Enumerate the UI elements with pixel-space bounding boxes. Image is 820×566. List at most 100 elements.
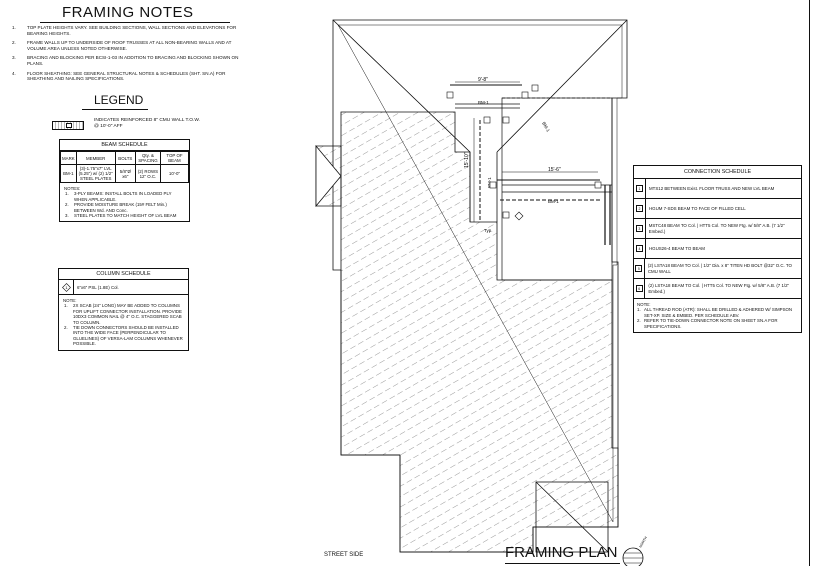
legend-cmu-text: INDICATES REINFORCED 8" CMU WALL T.O.W. … [94,118,200,129]
dim-top: 9'-8" [478,77,488,83]
column-notes: NOTE: 1.2X SCAB (24" LONG) MAY BE ADDED … [59,295,188,350]
note-item: 2. FRAME WALLS UP TO UNDERSIDE OF ROOF TR… [10,40,242,51]
note-number: 4. [12,70,16,76]
title-underline [40,22,230,23]
connection-mark: 6 [635,285,643,292]
table-row: 5 (2) LSTA18 BEAM TO Col. | 1/2" Dia. x 8… [634,259,801,279]
note-text: PROVIDE MOISTURE BREAK (15# FELT Min.) B… [74,202,167,213]
north-label: NORTH [638,535,648,548]
note-text: STEEL PLATES TO MATCH HEIGHT OF LVL BEAM [74,213,177,219]
note-item: 2.REFER TO TIE-DOWN CONNECTOR NOTE ON SH… [637,318,798,329]
table-row: 1 6"x6" PSL (1.8E) Col. [59,280,188,295]
beam-mark: BM-1 [60,164,77,183]
framing-notes-title: FRAMING NOTES [62,4,194,21]
note-number: 2. [65,202,69,208]
table-row: 6 (2) LSTA18 BEAM TO Col. | HTT5 Col. TO … [634,279,801,299]
beam-schedule-title: BEAM SCHEDULE [60,140,189,151]
sheet-border [809,0,810,566]
connection-schedule-title: CONNECTION SCHEDULE [634,166,801,179]
connection-notes: NOTE: 1.ALL THREAD ROD (ATR): SHALL BE D… [634,299,801,332]
connection-mark-cell: 6 [634,279,646,298]
left-dormer [315,144,342,208]
note-text: FLOOR SHEATHING: SEE GENERAL STRUCTURAL … [27,70,226,82]
beam-top: 10'-0" [159,164,190,183]
note-text: TIE DOWN CONNECTORS SHOULD BE INSTALLED … [73,325,183,347]
dimension-lines [455,81,598,222]
note-number: 3. [65,213,69,219]
column-notes-list: 1.2X SCAB (24" LONG) MAY BE ADDED TO COL… [63,303,184,346]
plan-title-underline [505,563,620,564]
framing-plan-title: FRAMING PLAN [505,544,618,561]
note-item: 1.2X SCAB (24" LONG) MAY BE ADDED TO COL… [63,303,184,325]
column-mark-diamond: 1 [59,280,74,294]
note-number: 3. [12,55,16,61]
note-number: 2. [64,325,68,331]
note-text: REFER TO TIE-DOWN CONNECTOR NOTE ON SHEE… [644,318,778,329]
beam-label: BM-1 [548,199,559,204]
connection-text: (2) LSTA18 BEAM TO Col. | HTT5 Col. TO N… [648,283,790,294]
note-text: 3-PLY BEAMS: INSTALL BOLTS IN LOADED PLY… [74,191,172,202]
beam-label: BM-1 [487,177,492,188]
connection-mark-cell: 2 [634,199,646,218]
beam-bolts: 5/8"Ø x6" [114,164,136,183]
hatched-floor-area [340,111,619,553]
beam-label: BM-1 [478,100,489,105]
beam-notes: NOTES: 1. 3-PLY BEAMS: INSTALL BOLTS IN L… [60,183,189,221]
connection-mark-cell: 3 [634,219,646,238]
beams [450,84,600,220]
beam-member: (3)-1.75"x7" LVL (5.25") w/ (2) 1/2" STE… [75,164,116,183]
note-text: FRAME WALLS UP TO UNDERSIDE OF ROOF TRUS… [27,40,232,51]
connection-mark: 5 [635,265,643,272]
legend-underline [82,109,148,110]
note-item: 1.ALL THREAD ROD (ATR): SHALL BE DRILLED… [637,307,798,318]
connection-text: MSTC48 BEAM TO Col. | HTT5 Col. TO NEW F… [648,223,785,234]
connection-mark: 4 [636,245,643,252]
column-schedule: COLUMN SCHEDULE 1 6"x6" PSL (1.8E) Col. … [58,268,189,351]
note-text: BRACING AND BLOCKING PER BCSI-1-03 IN AD… [27,55,239,66]
note-item: 3. BRACING AND BLOCKING PER BCSI-1-03 IN … [10,55,242,66]
note-item: 2. TIE DOWN CONNECTORS SHOULD BE INSTALLE… [63,325,184,347]
note-number: 1. [65,191,69,197]
column-mark: 1 [65,285,68,290]
note-number: 1. [64,303,68,309]
connection-mark-cell: 4 [634,239,646,258]
cmu-wall-symbol [52,121,84,130]
beam-schedule: BEAM SCHEDULE MARK MEMBER BOLTS Qty. & S… [59,139,190,223]
note-number: 2. [637,318,641,324]
connection-mark-cell: 5 [634,259,645,278]
typ-label: Typ. [484,228,493,233]
note-item: 1. TOP PLATE HEIGHTS VARY. SEE BUILDING S… [10,25,242,36]
legend-title: LEGEND [94,93,144,107]
note-number: 1. [12,25,16,30]
connection-text: (2) LSTA18 BEAM TO Col. | 1/2" Dia. x 8"… [647,263,792,274]
note-number: 2. [12,40,16,46]
beam-label: BM-1 [541,121,551,133]
connection-marks [446,84,602,221]
connection-mark-cell: 1 [634,179,646,198]
connection-text: MTS12 BETWEEN Exist. FLOOR TRUSS AND NEW… [649,185,775,191]
new-addition-room [455,97,613,281]
note-item: 1. 3-PLY BEAMS: INSTALL BOLTS IN LOADED P… [64,191,185,202]
beam-notes-label: NOTES: [64,186,81,191]
table-row: BM-1 (3)-1.75"x7" LVL (5.25") w/ (2) 1/2… [60,164,190,183]
connection-mark: 2 [636,205,643,212]
connection-notes-label: NOTE: [637,302,651,307]
note-text: ALL THREAD ROD (ATR): SHALL BE DRILLED &… [644,307,793,318]
connection-text: HGUS26-4 BEAM TO BEAM [649,245,705,251]
column-spec: 6"x6" PSL (1.8E) Col. [77,284,119,290]
beam-schedule-table: MARK MEMBER BOLTS Qty. & SPACING TOP OF … [60,151,190,183]
note-text: TOP PLATE HEIGHTS VARY. SEE BUILDING SEC… [27,25,237,36]
dim-mid: 15'-6" [548,167,561,173]
note-item: 2. PROVIDE MOISTURE BREAK (15# FELT Min.)… [64,202,185,213]
street-side-label: STREET SIDE [324,552,364,558]
note-item: 3. STEEL PLATES TO MATCH HEIGHT OF LVL BE… [64,213,185,218]
note-number: 1. [637,307,641,313]
connection-notes-list: 1.ALL THREAD ROD (ATR): SHALL BE DRILLED… [637,307,798,329]
column-notes-label: NOTE: [63,298,77,303]
table-row: 4 HGUS26-4 BEAM TO BEAM [634,239,801,259]
